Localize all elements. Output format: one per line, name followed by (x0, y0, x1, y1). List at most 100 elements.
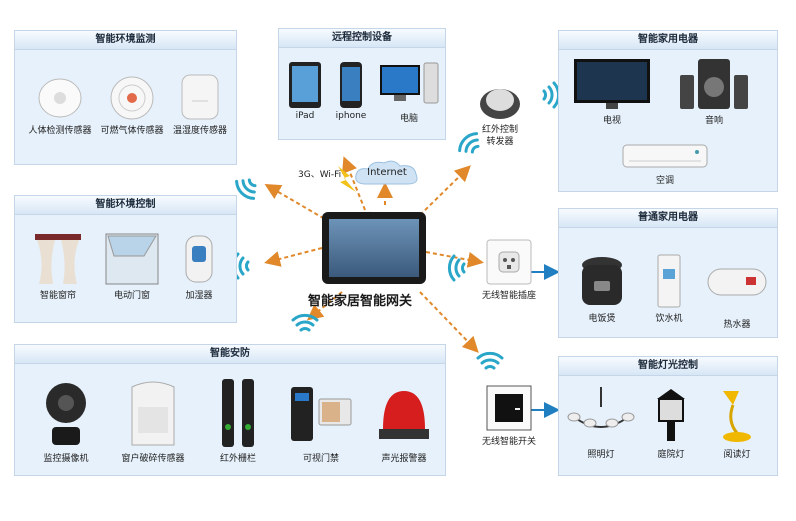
panel-title: 智能灯光控制 (559, 357, 777, 376)
ipad-icon (289, 62, 321, 108)
iphone-icon (340, 62, 362, 108)
computer-icon (380, 62, 439, 104)
device-garden-light: 庭院灯 (639, 387, 703, 460)
arrow-to-env-control (264, 247, 323, 267)
garden-light-icon (657, 389, 685, 441)
panel-title: 智能安防 (15, 345, 445, 364)
device-chandelier: 照明灯 (563, 387, 639, 460)
arrow-to-switch (419, 291, 479, 353)
device-smart-socket: 无线智能插座 (474, 238, 544, 301)
wifi-icon (447, 254, 466, 282)
device-infrared-fence: 红外栅栏 (205, 377, 271, 464)
device-computer: 电脑 (377, 61, 441, 124)
device-label: 可燃气体传感器 (100, 126, 164, 136)
panel-security: 智能安防 监控摄像机 窗户破碎传感器 红外栅栏 可视门禁 声光报警器 (14, 344, 446, 476)
device-speaker: 音响 (669, 57, 759, 126)
panel-title: 远程控制设备 (279, 29, 445, 48)
device-video-intercom: 可视门禁 (283, 377, 359, 464)
device-glass-break-sensor: 窗户破碎传感器 (113, 377, 193, 464)
chandelier-icon (567, 387, 635, 428)
device-alarm: 声光报警器 (367, 377, 441, 464)
gateway-title: 智能家居智能网关 (308, 294, 413, 309)
device-label: 音响 (704, 116, 723, 126)
device-label: 无线智能插座 (481, 291, 536, 301)
gas-sensor-icon (110, 76, 154, 120)
device-water-heater: 热水器 (701, 265, 773, 330)
device-label: 热水器 (723, 320, 751, 330)
device-label: 电饭煲 (588, 314, 616, 324)
device-label: 电动门窗 (113, 291, 150, 301)
device-label: 照明灯 (587, 450, 615, 460)
panel-env-monitor: 智能环境监测 人体检测传感器 可燃气体传感器 温湿度传感器 (14, 30, 237, 165)
alarm-light-icon (379, 391, 429, 439)
infrared-fence-icon (222, 379, 254, 447)
arrow-to-env-monitor (264, 183, 331, 223)
panel-lighting: 智能灯光控制 照明灯 庭院灯 阅读灯 (558, 356, 778, 476)
air-conditioner-icon (622, 144, 708, 168)
wifi-icon (542, 81, 561, 109)
panel-title: 智能环境监测 (15, 31, 236, 50)
wifi-icon (458, 132, 480, 154)
device-air-conditioner: 空调 (617, 143, 713, 186)
humidifier-icon (185, 235, 213, 283)
wifi-icon (291, 313, 319, 332)
device-tv: 电视 (569, 57, 655, 126)
device-reading-lamp: 阅读灯 (705, 387, 769, 460)
rice-cooker-icon (582, 257, 622, 305)
device-label: 智能窗帘 (39, 291, 76, 301)
body-sensor-icon (38, 78, 82, 118)
device-water-dispenser: 饮水机 (639, 253, 699, 324)
video-intercom-icon (291, 387, 352, 441)
switch-icon (486, 385, 532, 431)
device-body-sensor: 人体检测传感器 (25, 71, 95, 136)
device-gas-sensor: 可燃气体传感器 (97, 71, 167, 136)
device-label: 红外栅栏 (219, 454, 256, 464)
wifi-icon (476, 351, 504, 370)
panel-home-appliances: 智能家用电器 电视 音响 空调 (558, 30, 778, 192)
device-label: 无线智能开关 (481, 437, 536, 447)
socket-icon (486, 239, 532, 285)
panel-title: 智能环境控制 (15, 196, 236, 215)
device-label: 人体检测传感器 (28, 126, 92, 136)
camera-icon (46, 383, 86, 445)
device-label: 饮水机 (655, 314, 683, 324)
internet-label: Internet (367, 167, 407, 178)
device-label: 空调 (655, 176, 674, 186)
device-label: 温湿度传感器 (172, 126, 227, 136)
panel-normal-appliances: 普通家用电器 电饭煲 饮水机 热水器 (558, 208, 778, 338)
device-label: 红外控制 转发器 (481, 125, 518, 147)
device-label: iPad (295, 111, 315, 121)
panel-env-control: 智能环境控制 智能窗帘 电动门窗 加湿器 (14, 195, 237, 323)
device-label: 阅读灯 (723, 450, 751, 460)
gateway-device (322, 212, 426, 284)
device-label: 庭院灯 (657, 450, 685, 460)
curtain-icon (35, 234, 81, 284)
wifi-icon (235, 178, 257, 200)
gateway-screen (329, 219, 419, 277)
device-label: 加湿器 (185, 291, 213, 301)
water-heater-icon (707, 268, 767, 296)
panel-title: 智能家用电器 (559, 31, 777, 50)
arrow-to-ir (419, 165, 471, 216)
device-label: 电脑 (399, 114, 418, 124)
cloud-icon (355, 160, 418, 185)
device-ipad: iPad (285, 61, 325, 121)
device-humidifier: 加湿器 (167, 232, 231, 301)
device-label: 声光报警器 (381, 454, 427, 464)
device-camera: 监控摄像机 (31, 377, 101, 464)
internet-cloud: Internet (352, 158, 422, 188)
arrow-to-socket (425, 251, 484, 268)
device-label: 可视门禁 (302, 454, 339, 464)
device-label: 电视 (602, 116, 621, 126)
device-iphone: iphone (331, 61, 371, 121)
device-smart-curtain: 智能窗帘 (23, 232, 93, 301)
device-rice-cooker: 电饭煲 (567, 253, 637, 324)
glass-break-sensor-icon (131, 381, 175, 446)
device-electric-window: 电动门窗 (97, 232, 167, 301)
window-icon (105, 233, 159, 285)
device-label: iphone (335, 111, 367, 121)
water-dispenser-icon (657, 254, 681, 308)
device-label: 监控摄像机 (43, 454, 89, 464)
ir-forwarder-icon (480, 89, 520, 119)
lightning-icon (338, 166, 356, 192)
